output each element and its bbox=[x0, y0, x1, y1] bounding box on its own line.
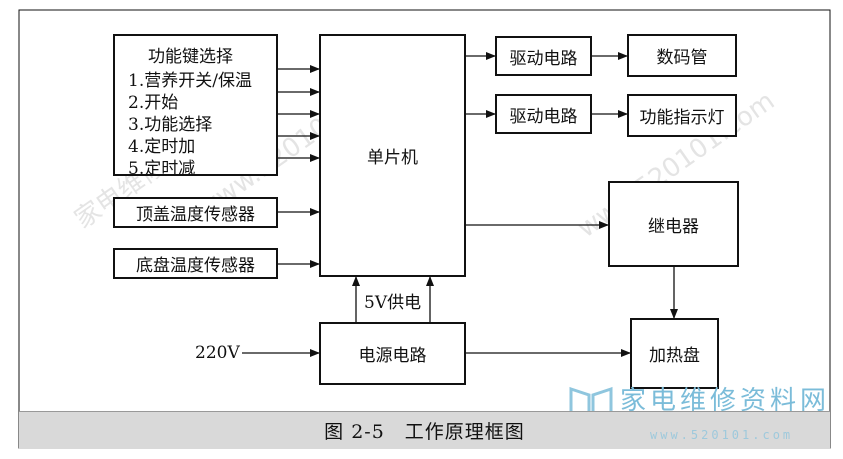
relay-label: 继电器 bbox=[648, 216, 699, 237]
key-item: 4.定时加 bbox=[128, 137, 196, 157]
power-box: 电源电路 bbox=[319, 322, 466, 385]
key-item: 2.开始 bbox=[128, 93, 179, 113]
top-sensor-label: 顶盖温度传感器 bbox=[136, 205, 255, 225]
indicator-label: 功能指示灯 bbox=[639, 108, 725, 128]
bottom-sensor-label: 底盘温度传感器 bbox=[136, 256, 255, 276]
key-select-title: 功能键选择 bbox=[148, 47, 233, 67]
indicator-box: 功能指示灯 bbox=[627, 94, 737, 137]
mcu-box: 单片机 bbox=[319, 34, 466, 277]
relay-box: 继电器 bbox=[608, 181, 739, 267]
key-item: 5.定时减 bbox=[128, 159, 196, 179]
power-label: 电源电路 bbox=[358, 346, 427, 366]
top-sensor-box: 顶盖温度传感器 bbox=[113, 197, 278, 228]
driver-label-2: 驱动电路 bbox=[509, 106, 578, 127]
supply-label: 5V供电 bbox=[364, 293, 422, 313]
digit-tube-label: 数码管 bbox=[656, 48, 708, 68]
heater-box: 加热盘 bbox=[630, 318, 719, 389]
logo-url: www.520101.com bbox=[650, 428, 794, 442]
key-item: 3.功能选择 bbox=[128, 115, 213, 135]
input-label: 220V bbox=[195, 343, 240, 363]
driver-label-1: 驱动电路 bbox=[509, 48, 578, 69]
caption-bar: 图 2-5 工作原理框图 bbox=[19, 411, 830, 449]
digit-tube-box: 数码管 bbox=[627, 34, 737, 77]
driver-box-1: 驱动电路 bbox=[495, 36, 592, 76]
figure-caption: 图 2-5 工作原理框图 bbox=[324, 421, 525, 443]
bottom-sensor-box: 底盘温度传感器 bbox=[113, 248, 278, 279]
heater-label: 加热盘 bbox=[649, 346, 700, 366]
key-select-box: 功能键选择 1.营养开关/保温 2.开始 3.功能选择 4.定时加 5.定时减 bbox=[113, 34, 278, 179]
key-item: 1.营养开关/保温 bbox=[128, 71, 252, 91]
mcu-label: 单片机 bbox=[367, 148, 418, 168]
driver-box-2: 驱动电路 bbox=[495, 94, 592, 134]
